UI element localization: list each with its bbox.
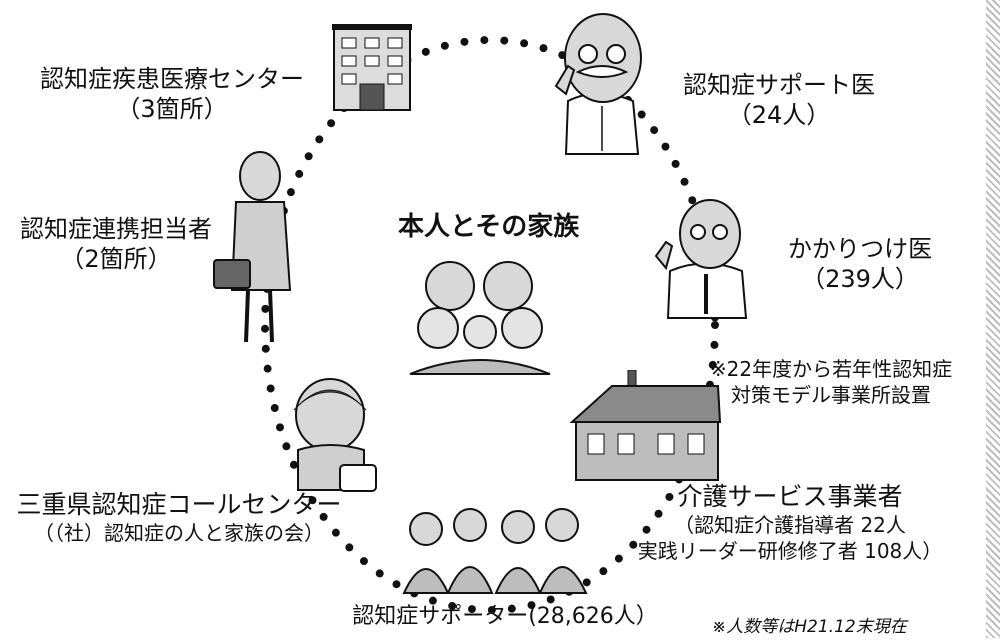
center-hospital-label: 認知症疾患医療センター （3箇所） [22, 64, 322, 124]
house-icon [569, 370, 722, 481]
care-provider-note-line1: ※22年度から若年性認知症 [709, 357, 953, 381]
care-provider-note: ※22年度から若年性認知症 対策モデル事業所設置 [686, 356, 976, 408]
care-provider-detail-line2: 実践リーダー研修修了者 108人） [637, 539, 943, 563]
family-doctor-name: かかりつけ医 [787, 235, 933, 263]
phone-operator-icon [293, 378, 377, 492]
center-hospital-name: 認知症疾患医療センター [40, 65, 304, 93]
liaison-name: 認知症連携担当者 [20, 215, 212, 243]
elderly-doctor-icon [554, 13, 642, 155]
support-doctor-count: （24人） [727, 101, 831, 129]
care-provider-detail-line1: （認知症介護指導者 22人 [674, 513, 906, 537]
support-doctor-label: 認知症サポート医 （24人） [664, 70, 894, 130]
family-doctor-count: （239人） [801, 265, 919, 293]
woman-with-bag-icon [213, 151, 292, 343]
care-provider-name: 介護サービス事業者 [677, 482, 903, 511]
liaison-count: （2箇所） [60, 245, 172, 273]
center-hospital-count: （3箇所） [116, 95, 228, 123]
doctor-icon [654, 199, 748, 319]
footnote: ※人数等はH21.12末現在 [712, 617, 907, 637]
page-edge-hatching [986, 0, 1000, 638]
call-center-name: 三重県認知症コールセンター [16, 490, 342, 519]
support-doctor-name: 認知症サポート医 [683, 71, 875, 99]
supporters-label: 認知症サポーター(28,626人） [352, 604, 658, 629]
care-provider-note-line2: 対策モデル事業所設置 [731, 383, 931, 407]
call-center-label: 三重県認知症コールセンター （（社）認知症の人と家族の会） [14, 490, 344, 546]
seated-people-icon [402, 508, 588, 594]
family-icon [409, 261, 551, 375]
hospital-building-icon [332, 24, 412, 111]
liaison-label: 認知症連携担当者 （2箇所） [16, 214, 216, 274]
family-doctor-label: かかりつけ医 （239人） [760, 234, 960, 294]
care-provider-label: 介護サービス事業者 （認知症介護指導者 22人 実践リーダー研修修了者 108人… [600, 482, 980, 564]
call-center-sub: （（社）認知症の人と家族の会） [34, 521, 324, 545]
center-title: 本人とその家族 [398, 212, 580, 242]
